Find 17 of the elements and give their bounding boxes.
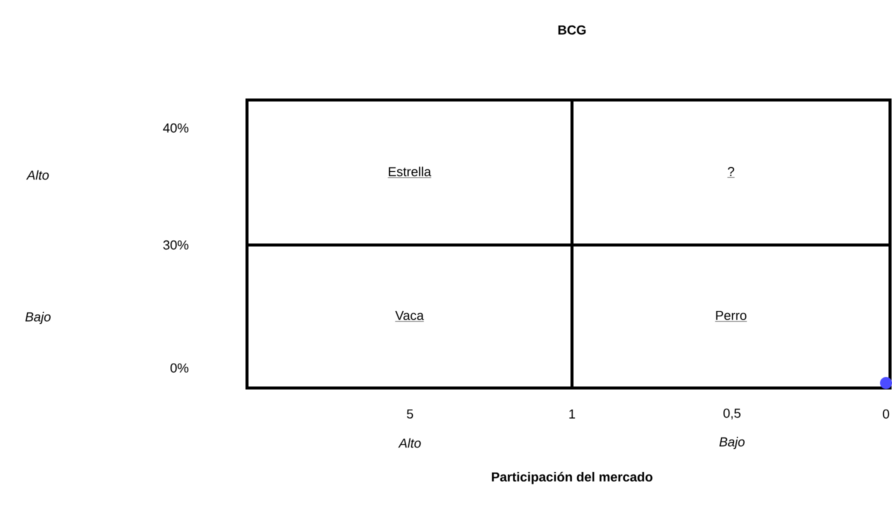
- quadrant-cell: Estrella: [246, 98, 574, 246]
- tick-label: 30%: [163, 240, 188, 250]
- tick-label: 1: [569, 410, 575, 418]
- axis-category-label: Bajo: [719, 436, 745, 450]
- axis-category-label: Alto: [26, 170, 49, 180]
- axis-category-label: Alto: [398, 438, 421, 448]
- tick-label: 0,5: [723, 408, 740, 420]
- axis-title: Participación del mercado: [492, 472, 652, 484]
- tick-label: 0%: [170, 363, 188, 373]
- quadrant-cell: Perro: [570, 244, 892, 390]
- tick-label: 0: [882, 409, 890, 419]
- tick-label: 40%: [163, 123, 188, 133]
- axis-category-label: Bajo: [25, 312, 51, 324]
- chart-title: BCG: [558, 25, 586, 35]
- quadrant-cell: ?: [570, 98, 892, 246]
- tick-label: 5: [406, 409, 414, 419]
- quadrant-cell: Vaca: [246, 244, 574, 390]
